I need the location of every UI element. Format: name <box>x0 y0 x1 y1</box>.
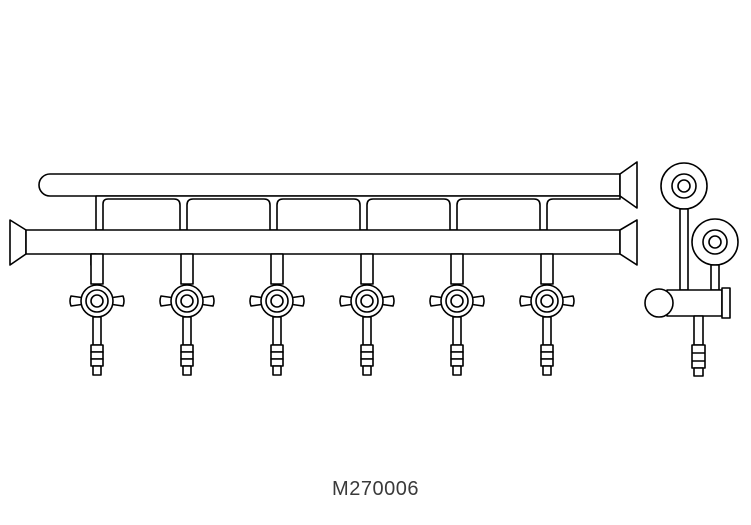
upper-manifold-tube <box>38 161 638 209</box>
hose-barb <box>90 344 104 353</box>
stopcock <box>339 253 395 376</box>
side-stopcock-assembly <box>644 162 739 377</box>
stopcock <box>429 253 485 376</box>
part-number-label: M270006 <box>332 478 419 500</box>
stopcock <box>519 253 575 376</box>
stopcock <box>69 253 125 376</box>
stopcock-row <box>69 253 575 376</box>
hose-barb <box>540 344 554 353</box>
stopcock <box>249 253 305 376</box>
hose-barb <box>180 344 194 353</box>
stopcock <box>159 253 215 376</box>
hose-barb <box>270 344 284 353</box>
tube-connectors <box>95 195 621 231</box>
hose-barb <box>450 344 464 353</box>
lower-manifold-tube <box>9 219 638 266</box>
hose-barb <box>360 344 374 353</box>
